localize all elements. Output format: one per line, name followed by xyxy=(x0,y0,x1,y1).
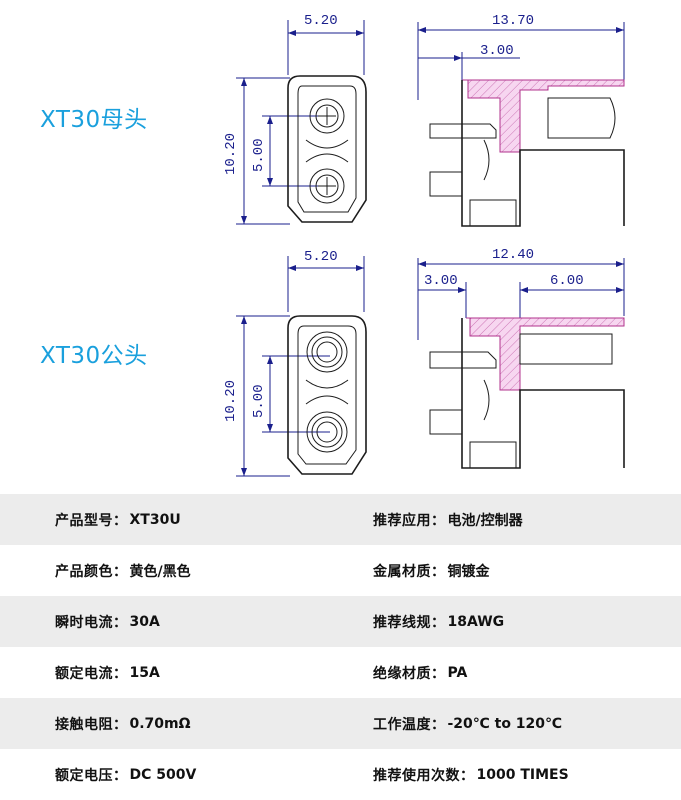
male-side-offset-dim: 3.00 xyxy=(424,273,458,289)
spec-label: 金属材质： xyxy=(373,563,446,580)
spec-cell-left: 额定电流：15A xyxy=(0,663,325,683)
spec-value: 黄色/黑色 xyxy=(129,563,191,580)
spec-label: 推荐应用： xyxy=(373,512,446,529)
female-front-pitch-dim: 5.00 xyxy=(251,138,267,172)
spec-value: 30A xyxy=(129,613,160,630)
female-connector-label: XT30母头 xyxy=(40,107,148,133)
table-row: 产品颜色：黄色/黑色金属材质：铜镀金 xyxy=(0,545,681,596)
female-front-width-dim: 5.20 xyxy=(304,13,338,29)
male-front-height-dim: 10.20 xyxy=(223,380,239,422)
spec-value: -20℃ to 120℃ xyxy=(447,715,562,732)
female-side-length-dim: 13.70 xyxy=(492,13,534,29)
spec-label: 工作温度： xyxy=(373,716,446,733)
male-front-pitch-dim: 5.00 xyxy=(251,384,267,418)
spec-cell-left: 产品颜色：黄色/黑色 xyxy=(0,561,325,581)
spec-value: 电池/控制器 xyxy=(447,512,523,529)
male-connector-label: XT30公头 xyxy=(40,343,148,369)
spec-value: PA xyxy=(447,664,468,681)
female-front-height-dim: 10.20 xyxy=(223,133,239,175)
male-front-view: 5.20 10.20 5.00 xyxy=(223,249,367,477)
spec-cell-right: 推荐使用次数：1000 TIMES xyxy=(325,765,569,785)
spec-value: XT30U xyxy=(129,511,181,528)
spec-value: 铜镀金 xyxy=(447,563,490,580)
spec-cell-left: 额定电压：DC 500V xyxy=(0,765,325,785)
female-side-offset-dim: 3.00 xyxy=(480,43,514,59)
spec-cell-right: 工作温度：-20℃ to 120℃ xyxy=(325,714,562,734)
spec-label: 接触电阻： xyxy=(55,716,128,733)
male-side-length-dim: 12.40 xyxy=(492,247,534,263)
spec-label: 推荐线规： xyxy=(373,614,446,631)
drawing-canvas: 5.20 10.20 5.00 xyxy=(223,13,625,477)
spec-cell-right: 金属材质：铜镀金 xyxy=(325,561,490,581)
spec-value: 15A xyxy=(129,664,160,681)
spec-value: 18AWG xyxy=(447,613,505,630)
spec-cell-left: 产品型号：XT30U xyxy=(0,510,325,530)
spec-cell-left: 接触电阻：0.70mΩ xyxy=(0,714,325,734)
spec-label: 瞬时电流： xyxy=(55,614,128,631)
spec-label: 产品颜色： xyxy=(55,563,128,580)
spec-cell-right: 推荐线规：18AWG xyxy=(325,612,504,632)
male-side-view: 12.40 3.00 6.00 xyxy=(417,247,625,469)
spec-label: 产品型号： xyxy=(55,512,128,529)
spec-cell-right: 推荐应用：电池/控制器 xyxy=(325,510,523,530)
spec-cell-right: 绝缘材质：PA xyxy=(325,663,467,683)
female-front-view: 5.20 10.20 5.00 xyxy=(223,13,367,225)
spec-label: 额定电压： xyxy=(55,767,128,784)
spec-label: 绝缘材质： xyxy=(373,665,446,682)
male-front-width-dim: 5.20 xyxy=(304,249,338,265)
spec-value: 1000 TIMES xyxy=(476,766,569,783)
male-side-pin-dim: 6.00 xyxy=(550,273,584,289)
spec-value: 0.70mΩ xyxy=(129,715,191,732)
spec-value: DC 500V xyxy=(129,766,197,783)
spec-cell-left: 瞬时电流：30A xyxy=(0,612,325,632)
spec-label: 额定电流： xyxy=(55,665,128,682)
technical-drawing: 5.20 10.20 5.00 xyxy=(40,13,625,477)
female-side-view: 13.70 3.00 xyxy=(417,13,625,227)
spec-label: 推荐使用次数： xyxy=(373,767,475,784)
